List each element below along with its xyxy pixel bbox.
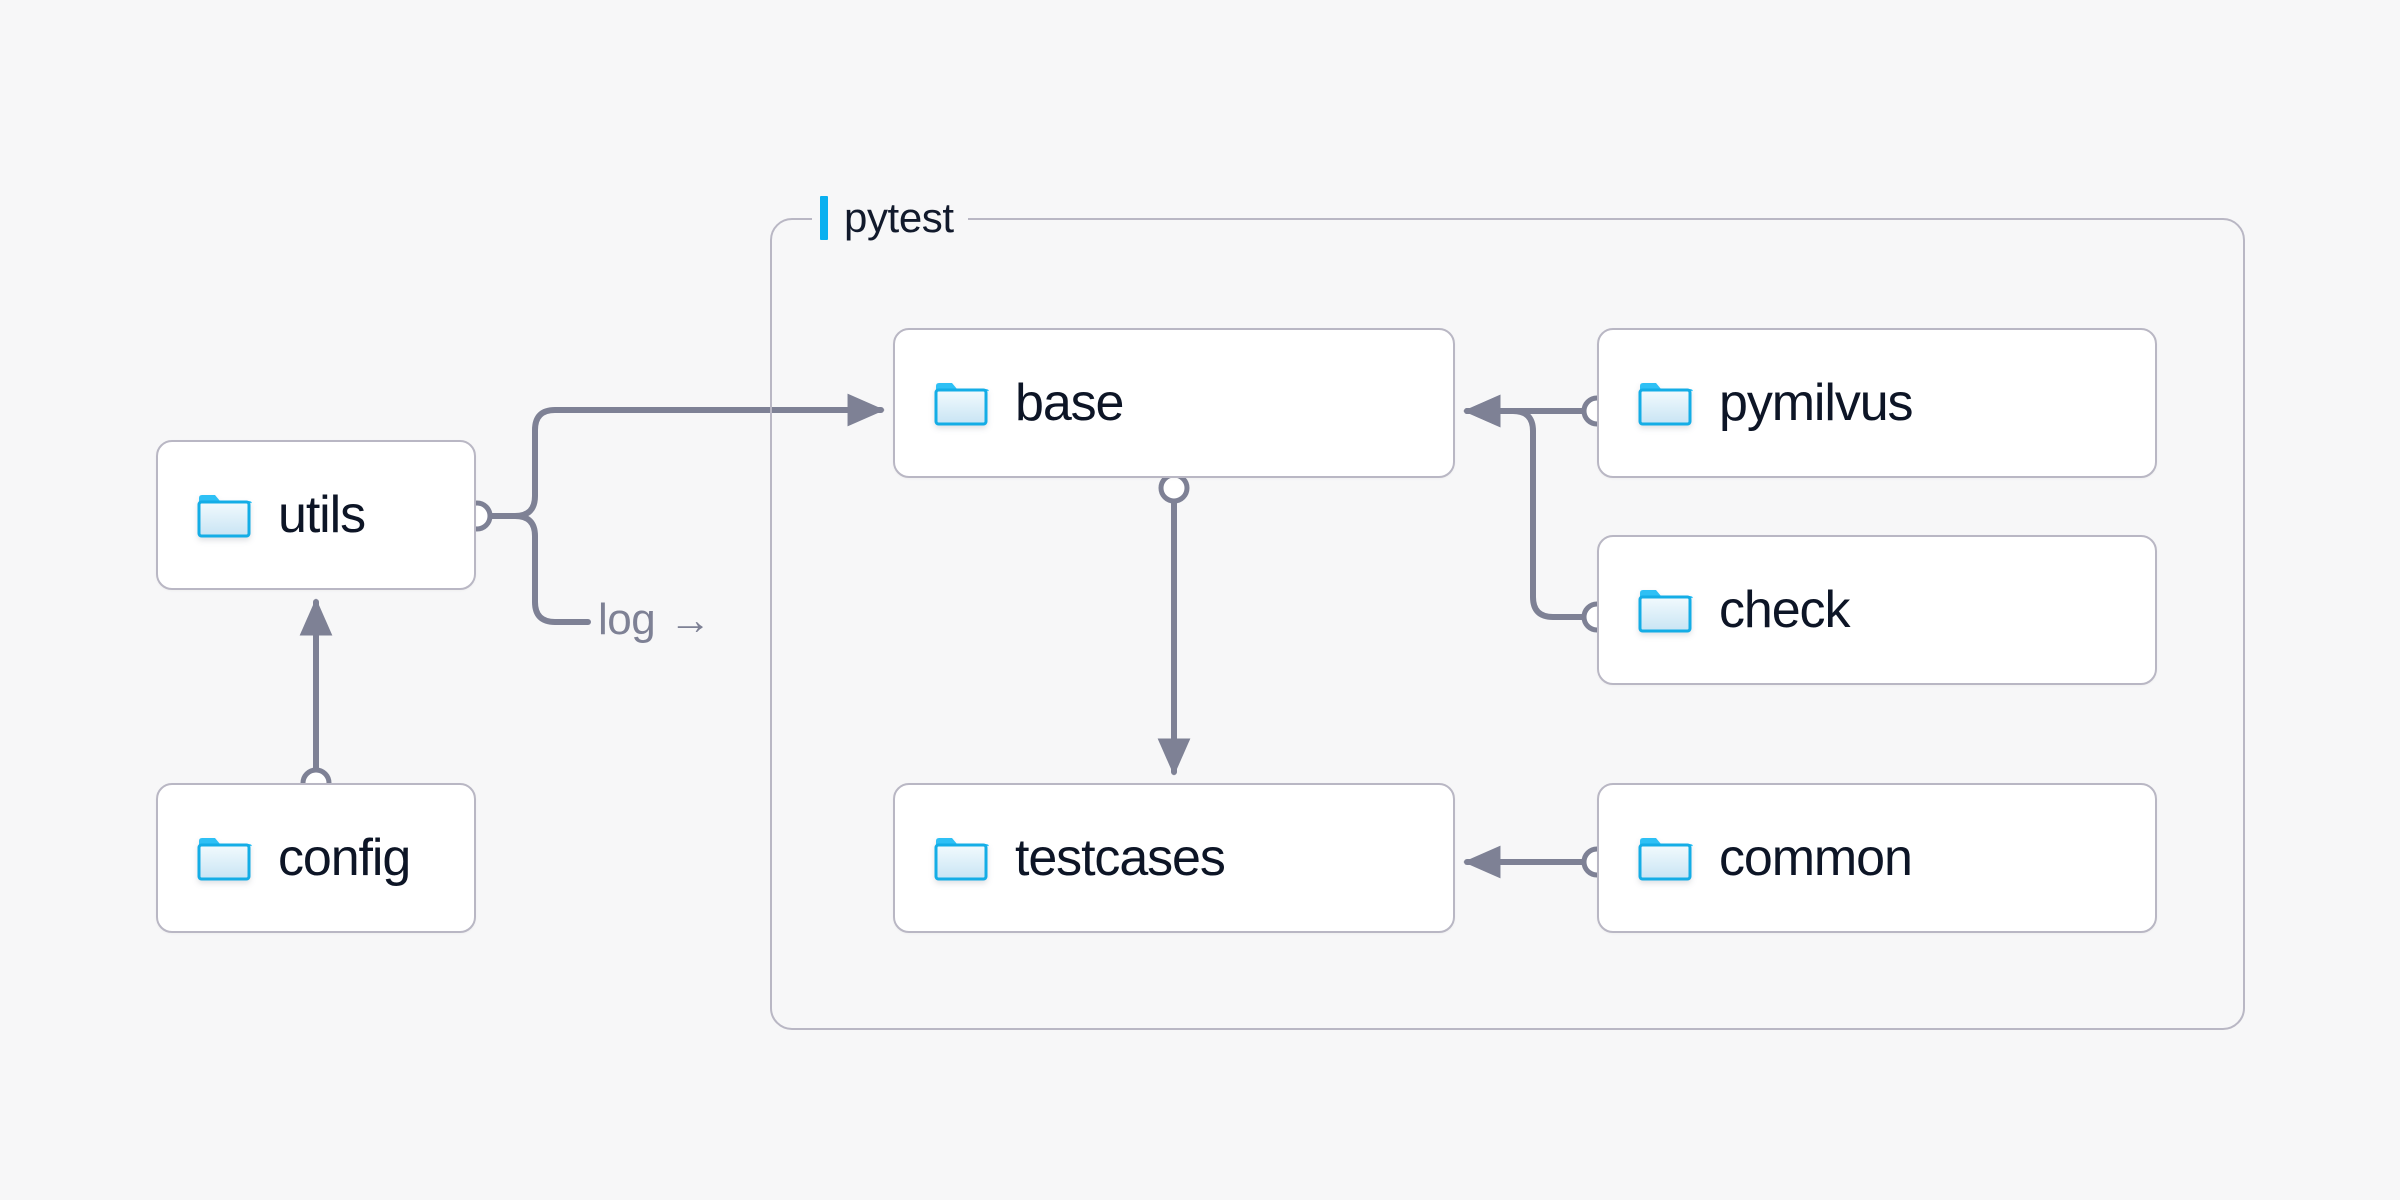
folder-icon <box>934 383 989 426</box>
group-pytest-label[interactable]: pytest <box>812 192 968 244</box>
edge-label-log[interactable]: log → <box>598 598 711 642</box>
node-base-label: base <box>1015 374 1124 432</box>
folder-icon <box>197 838 252 881</box>
node-testcases-label: testcases <box>1015 829 1226 887</box>
node-base[interactable]: base <box>893 328 1455 478</box>
folder-icon <box>1638 838 1693 881</box>
node-check-label: check <box>1719 581 1850 639</box>
group-pytest-label-text: pytest <box>844 194 954 241</box>
node-config[interactable]: config <box>156 783 476 933</box>
node-common-label: common <box>1719 829 1913 887</box>
accent-bar-icon <box>820 196 828 240</box>
node-config-label: config <box>278 829 411 887</box>
node-testcases[interactable]: testcases <box>893 783 1455 933</box>
node-pymilvus-label: pymilvus <box>1719 374 1914 432</box>
group-pytest[interactable] <box>770 218 2245 1030</box>
node-pymilvus[interactable]: pymilvus <box>1597 328 2157 478</box>
edge-utils-to-log <box>487 513 591 625</box>
node-utils[interactable]: utils <box>156 440 476 590</box>
arrow-right-icon: → <box>669 596 711 643</box>
node-utils-label: utils <box>278 486 366 544</box>
edge-label-log-text: log <box>598 595 656 644</box>
node-common[interactable]: common <box>1597 783 2157 933</box>
folder-icon <box>197 495 252 538</box>
folder-icon <box>1638 590 1693 633</box>
node-check[interactable]: check <box>1597 535 2157 685</box>
folder-icon <box>934 838 989 881</box>
folder-icon <box>1638 383 1693 426</box>
